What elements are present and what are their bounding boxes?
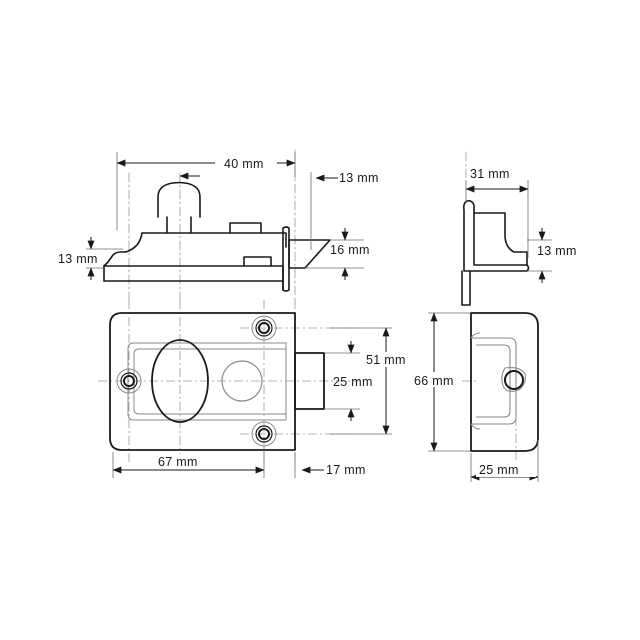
dimension-label-25mm-bolt: 25 mm xyxy=(333,375,373,389)
top-screw-mid xyxy=(255,319,273,337)
left-hole-bore xyxy=(123,375,135,387)
dimension-16mm: 16 mm xyxy=(305,228,370,280)
dimension-label-17mm: 17 mm xyxy=(326,463,366,477)
knob-boss-oval xyxy=(151,339,209,423)
dimension-17mm: 17 mm xyxy=(294,452,366,478)
snib-button-circle xyxy=(221,360,263,402)
strike-plate-outline xyxy=(470,312,539,452)
dimension-66mm: 66 mm xyxy=(411,312,470,452)
dim-67-text-bg xyxy=(153,454,215,469)
case-outer-outline xyxy=(109,312,296,451)
dimension-40mm: 40 mm xyxy=(116,152,296,230)
strike-flange-tail xyxy=(461,270,471,306)
dimension-label-25mm-strike: 25 mm xyxy=(479,463,519,477)
strike-inner-recess xyxy=(473,212,528,266)
dimension-label-51mm: 51 mm xyxy=(366,353,406,367)
dimension-25mm-bolt: 25 mm xyxy=(324,341,373,421)
knob-head-icon xyxy=(157,181,201,218)
front-view-lock-body xyxy=(98,300,360,462)
body-left-shoulder xyxy=(124,232,143,253)
dimension-67mm: 67 mm xyxy=(112,446,265,478)
dimension-13mm-depth: 13 mm xyxy=(310,171,379,250)
dimension-label-13mm-strike: 13 mm xyxy=(537,244,577,258)
bottom-screw-mid xyxy=(255,425,273,443)
side-view-strike-plate xyxy=(462,312,539,462)
body-lower-tab xyxy=(243,256,272,267)
left-hole-mid xyxy=(120,372,138,390)
dim-66-text-bg xyxy=(411,372,457,387)
case-inner-panel-2 xyxy=(133,348,287,415)
dimension-25mm-strike: 25 mm xyxy=(470,440,539,482)
dimension-label-31mm: 31 mm xyxy=(470,167,510,181)
dimension-label-16mm: 16 mm xyxy=(330,243,370,257)
strike-screw-hole xyxy=(504,370,524,390)
dimension-label-13mm-depth: 13 mm xyxy=(339,171,379,185)
dimension-51mm: 51 mm xyxy=(330,327,409,435)
strike-recess-outer xyxy=(471,337,517,425)
dimension-label-67mm: 67 mm xyxy=(158,455,198,469)
strike-outer-profile xyxy=(463,200,530,272)
dim-25s-text-bg xyxy=(476,462,536,477)
body-top-tab xyxy=(229,222,262,234)
dimension-label-40mm: 40 mm xyxy=(224,157,264,171)
dimension-13mm-strike: 13 mm xyxy=(527,228,577,283)
strike-recess-inner xyxy=(476,344,511,418)
faceplate-outline xyxy=(282,226,290,292)
strike-screw-seat xyxy=(501,367,526,392)
top-screw-bore xyxy=(258,322,270,334)
dim-40-text-bg xyxy=(215,157,277,171)
latch-bolt-rect xyxy=(294,352,325,410)
dim-51-text-bg xyxy=(363,352,409,367)
strike-recess-top-fillet xyxy=(470,332,481,339)
case-inner-panel-1 xyxy=(127,342,287,421)
body-roof-line xyxy=(141,232,287,248)
bottom-screw-bore xyxy=(258,428,270,440)
strike-recess-bottom-fillet xyxy=(470,423,481,430)
top-view-strike-plate xyxy=(461,151,530,306)
body-left-skirt xyxy=(103,251,126,267)
dimension-31mm: 31 mm xyxy=(465,167,529,258)
top-screw-outer xyxy=(251,315,277,341)
dimension-label-66mm: 66 mm xyxy=(414,374,454,388)
left-hole-outer xyxy=(116,368,142,394)
dimension-13mm-left: 13 mm xyxy=(58,237,123,280)
dimension-label-13mm-left: 13 mm xyxy=(58,252,98,266)
